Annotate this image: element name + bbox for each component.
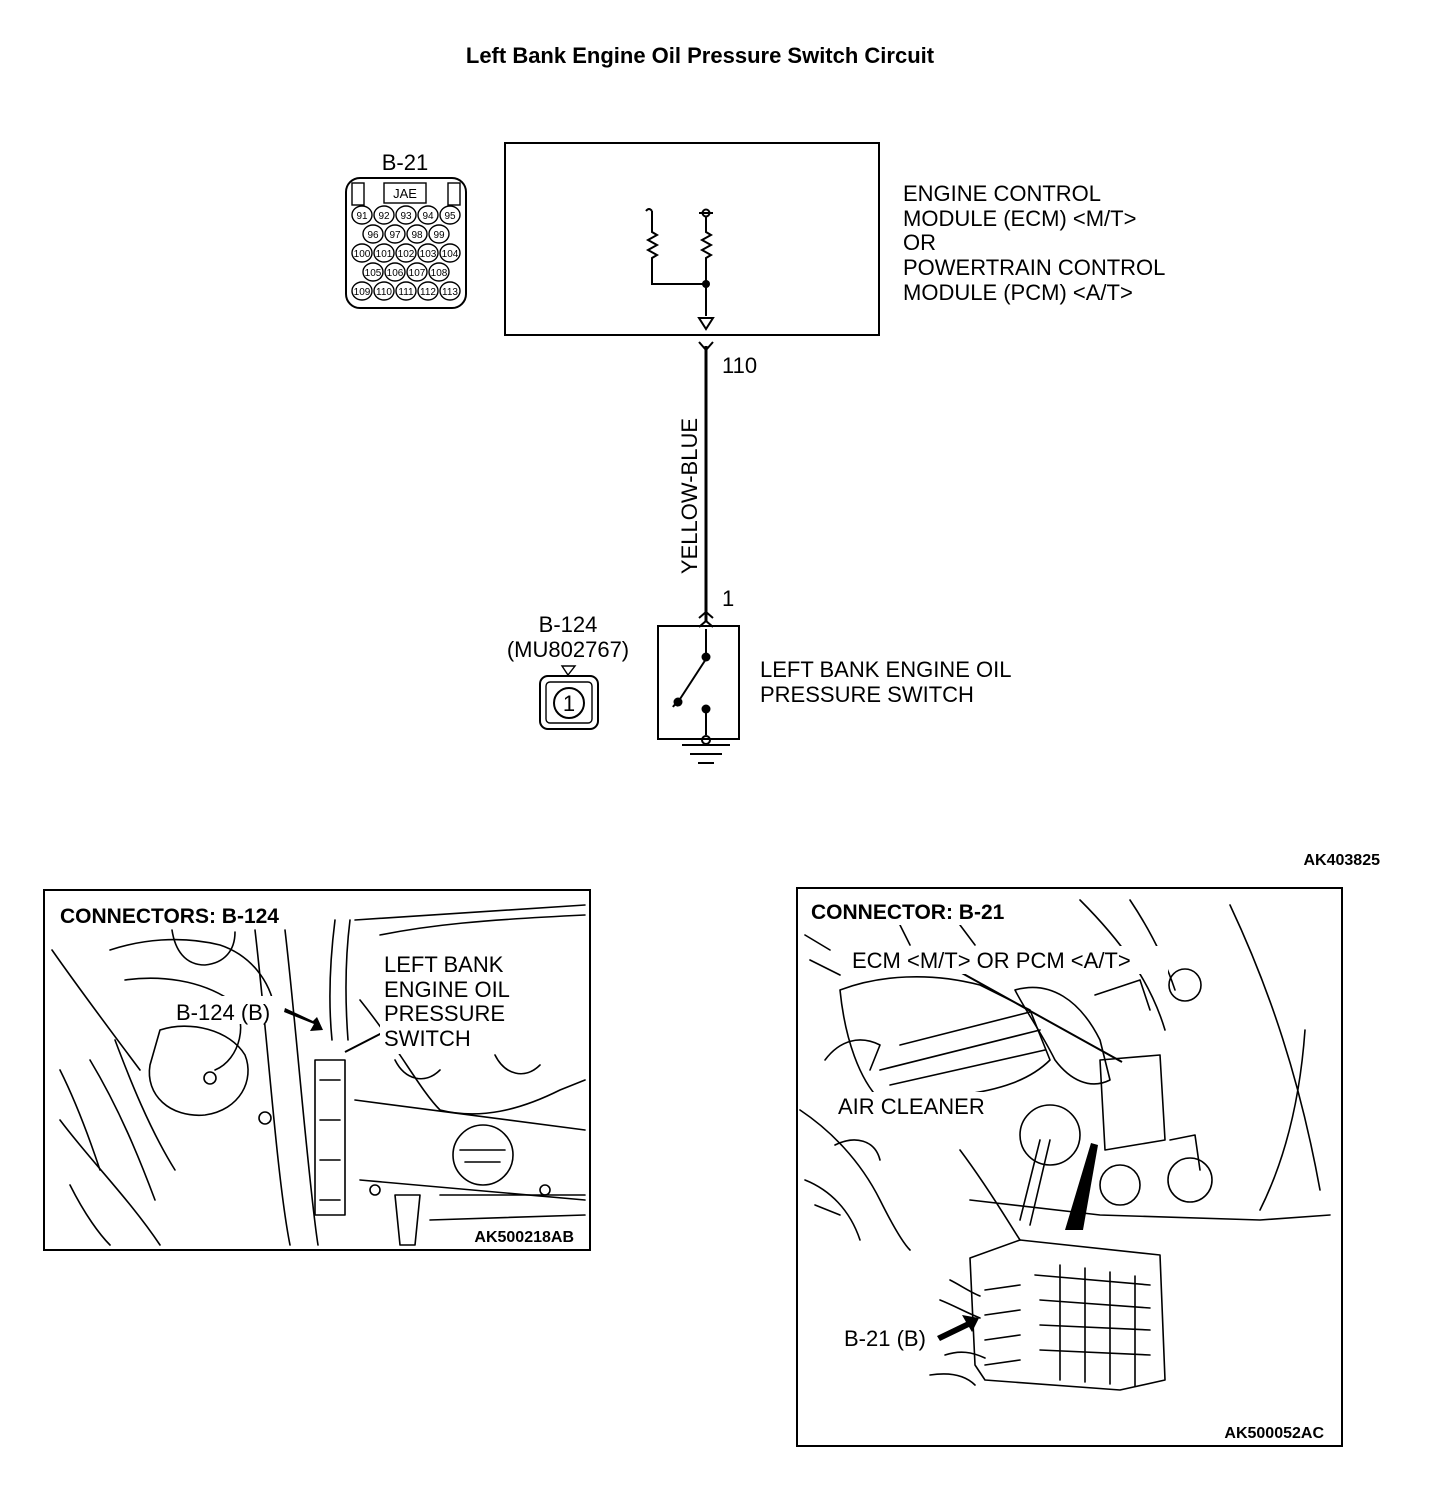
left-panel-label-line-2: ENGINE OIL	[384, 977, 510, 1002]
connector-pin-number: 110	[376, 287, 392, 298]
left-panel-label-line-4: SWITCH	[384, 1026, 471, 1051]
left-panel-title: CONNECTORS: B-124	[60, 905, 279, 928]
module-label-line-1: ENGINE CONTROL	[903, 181, 1101, 206]
module-label-line-3: OR	[903, 230, 936, 255]
left-panel-label-line-1: LEFT BANK	[384, 952, 504, 977]
connector-pin-number: 92	[378, 211, 390, 222]
connector-pin-number: 113	[442, 287, 458, 298]
connector-pin	[351, 205, 373, 225]
connector-pin	[351, 243, 373, 263]
connector-pin-number: 97	[389, 230, 401, 241]
module-label-line-5: MODULE (PCM) <A/T>	[903, 280, 1133, 305]
connector-pin-number: 108	[431, 268, 448, 279]
right-panel-title: CONNECTOR: B-21	[811, 901, 1005, 924]
left-panel-code: AK500218AB	[474, 1229, 574, 1246]
connector-pin-number: 103	[420, 249, 437, 260]
connector-pin	[362, 262, 384, 282]
connector-pin	[395, 205, 417, 225]
connector-pin	[395, 281, 417, 301]
connector-pin	[439, 205, 461, 225]
right-panel-code: AK500052AC	[1224, 1425, 1324, 1442]
connector-pin	[417, 205, 439, 225]
connector-pin	[373, 281, 395, 301]
connector-pin	[395, 243, 417, 263]
switch-terminal-number: 1	[722, 586, 734, 611]
b124-location-panel: CONNECTORS: B-124 B-124 (B) LEFT BANK EN…	[43, 889, 591, 1251]
connector-pin	[362, 224, 384, 244]
b124-callout-label: B-124 (B)	[176, 1000, 270, 1025]
connector-pin-number: 109	[354, 287, 371, 298]
pin-grid: 91 92 93 94 95 96 97 98 99 100 101 102 103 104 105 106 1…	[351, 205, 461, 301]
connector-pin	[406, 262, 428, 282]
module-label-line-4: POWERTRAIN CONTROL	[903, 255, 1165, 280]
connector-maker: JAE	[393, 186, 417, 201]
b124-callout-arrow-icon	[284, 1008, 323, 1031]
connector-pin	[384, 224, 406, 244]
figure-code: AK403825	[1304, 852, 1381, 869]
connector-pin-number: 91	[356, 211, 368, 222]
ecm-pcm-module	[504, 142, 880, 336]
b124-connector-label: B-124	[539, 612, 598, 637]
diagram-title: Left Bank Engine Oil Pressure Switch Cir…	[466, 43, 935, 68]
ecu-pointer-icon	[1065, 1143, 1098, 1230]
b21-connector-face: B-21 JAE 91 92 93 94 95 96 97 98 99 100 101 102 103 1…	[345, 150, 467, 309]
connector-pin-number: 106	[387, 268, 404, 279]
connector-pin-number: 111	[398, 287, 414, 298]
b124-part-number: (MU802767)	[507, 637, 629, 662]
air-cleaner-label: AIR CLEANER	[838, 1094, 985, 1119]
engine-bay-illustration-right	[799, 899, 1331, 1391]
connector-pin	[417, 281, 439, 301]
connector-pin	[428, 262, 450, 282]
switch-label-line-2: PRESSURE SWITCH	[760, 682, 974, 707]
b21-connector-label: B-21	[382, 150, 428, 175]
module-location-label: ECM <M/T> OR PCM <A/T>	[852, 948, 1131, 973]
connector-pin-number: 95	[444, 211, 456, 222]
oil-pressure-switch-symbol	[657, 625, 740, 764]
b21-location-panel: CONNECTOR: B-21 ECM <M/T> OR PCM <A/T> A…	[796, 887, 1343, 1447]
connector-pin	[373, 243, 395, 263]
switch-label: LEFT BANK ENGINE OIL PRESSURE SWITCH	[760, 657, 1011, 707]
connector-pin	[384, 262, 406, 282]
connector-pin-number: 96	[367, 230, 379, 241]
wire-color-label: YELLOW-BLUE	[677, 418, 702, 574]
connector-pin	[351, 281, 373, 301]
module-label-line-2: MODULE (ECM) <M/T>	[903, 206, 1136, 231]
b21-callout-arrow-icon	[937, 1315, 979, 1341]
b124-pin-number: 1	[563, 691, 575, 716]
connector-pin-number: 102	[398, 249, 415, 260]
connector-pin	[439, 281, 461, 301]
ecm-terminal-number: 110	[722, 353, 757, 378]
connector-pin-number: 93	[400, 211, 412, 222]
connector-pin-number: 98	[411, 230, 423, 241]
module-label: ENGINE CONTROL MODULE (ECM) <M/T> OR POW…	[903, 181, 1165, 305]
connector-pin-number: 105	[365, 268, 382, 279]
engine-bay-illustration-left	[51, 904, 586, 1246]
b124-connector-face: B-124 (MU802767) 1	[507, 612, 629, 730]
connector-pin-number: 104	[442, 249, 459, 260]
connector-pin	[439, 243, 461, 263]
connector-pin-number: 94	[422, 211, 434, 222]
connector-pin-number: 101	[376, 249, 393, 260]
connector-pin-number: 112	[420, 287, 436, 298]
connector-pin-number: 99	[433, 230, 445, 241]
connector-pin	[406, 224, 428, 244]
connector-pin-number: 107	[409, 268, 426, 279]
b21-callout-label: B-21 (B)	[844, 1326, 926, 1351]
connector-pin	[417, 243, 439, 263]
connector-pin	[373, 205, 395, 225]
connector-pin	[428, 224, 450, 244]
switch-label-line-1: LEFT BANK ENGINE OIL	[760, 657, 1011, 682]
left-panel-label-line-3: PRESSURE	[384, 1001, 505, 1026]
connector-pin-number: 100	[354, 249, 371, 260]
